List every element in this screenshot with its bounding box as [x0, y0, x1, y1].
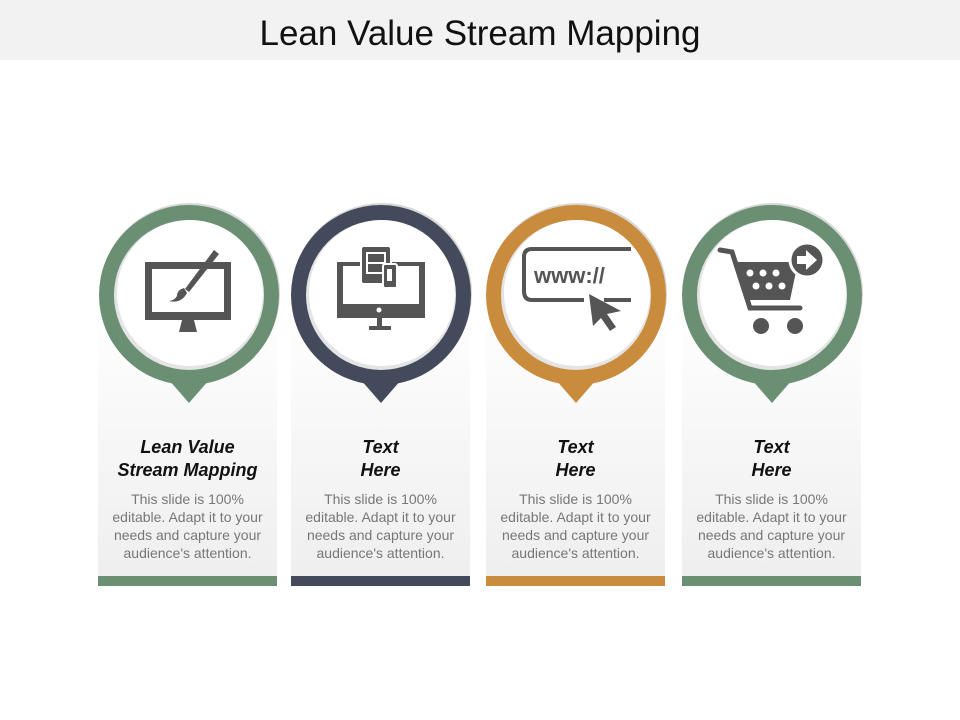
- title-bar: [0, 0, 960, 60]
- card-accent-bar: [98, 576, 277, 586]
- card-body: This slide is 100% editable. Adapt it to…: [305, 491, 456, 561]
- card-body: This slide is 100% editable. Adapt it to…: [696, 491, 847, 561]
- monitor-paintbrush-icon: [145, 250, 231, 332]
- card-accent-bar: [291, 576, 470, 586]
- page-title: Lean Value Stream Mapping: [259, 14, 701, 53]
- pin-4: [682, 203, 863, 403]
- www-cursor-icon: www://: [522, 247, 631, 331]
- card-body: This slide is 100% editable. Adapt it to…: [500, 491, 651, 561]
- pin-3: www://: [486, 203, 667, 403]
- shopping-cart-arrow-icon: [717, 241, 826, 334]
- pin-2: [291, 203, 472, 403]
- pin-1: [99, 203, 280, 403]
- card-accent-bar: [486, 576, 665, 586]
- responsive-devices-icon: [337, 245, 425, 330]
- svg-text:www://: www://: [533, 263, 605, 288]
- card-body: This slide is 100% editable. Adapt it to…: [112, 491, 263, 561]
- card-accent-bar: [682, 576, 861, 586]
